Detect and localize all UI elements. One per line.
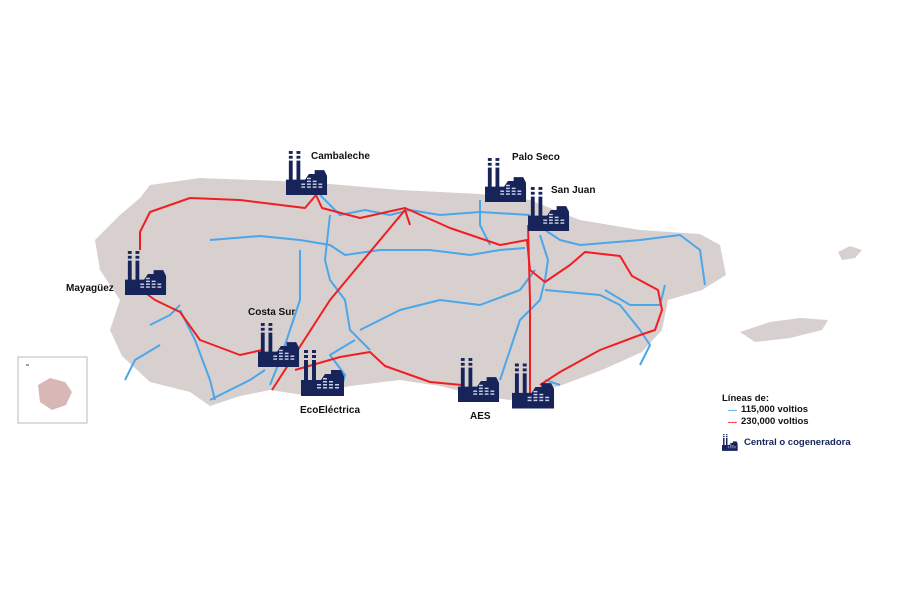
lines-230kv: [134, 194, 663, 395]
legend-115-label: 115,000 voltios: [741, 404, 809, 415]
inset-map-island: [38, 378, 72, 410]
legend: Líneas de: --- 115,000 voltios --- 230,000…: [722, 393, 851, 451]
plant-label-aes: AES: [470, 411, 491, 422]
island-land: [95, 178, 862, 406]
legend-230-label: 230,000 voltios: [741, 416, 809, 427]
lines-115kv: [124, 194, 706, 401]
inset-map-frame: [17, 356, 88, 424]
plant-label-costa-sur: Costa Sur: [248, 307, 296, 318]
inset-map-mark: [26, 364, 29, 366]
legend-title: Líneas de:: [722, 393, 769, 404]
legend-115-swatch: ---: [728, 405, 737, 415]
plant-label-ecoelectrica: EcoEléctrica: [300, 405, 361, 416]
plant-label-mayaguez: Mayagüez: [66, 283, 114, 294]
plant-label-cambaleche: Cambaleche: [311, 151, 370, 162]
plant-label-palo-seco: Palo Seco: [512, 152, 560, 163]
vieques: [740, 318, 828, 342]
culebra: [838, 246, 862, 260]
legend-230-swatch: ---: [728, 417, 737, 427]
plant-label-san-juan: San Juan: [551, 185, 596, 196]
legend-plant-label: Central o cogeneradora: [744, 437, 851, 448]
factory-icon: [722, 434, 738, 451]
